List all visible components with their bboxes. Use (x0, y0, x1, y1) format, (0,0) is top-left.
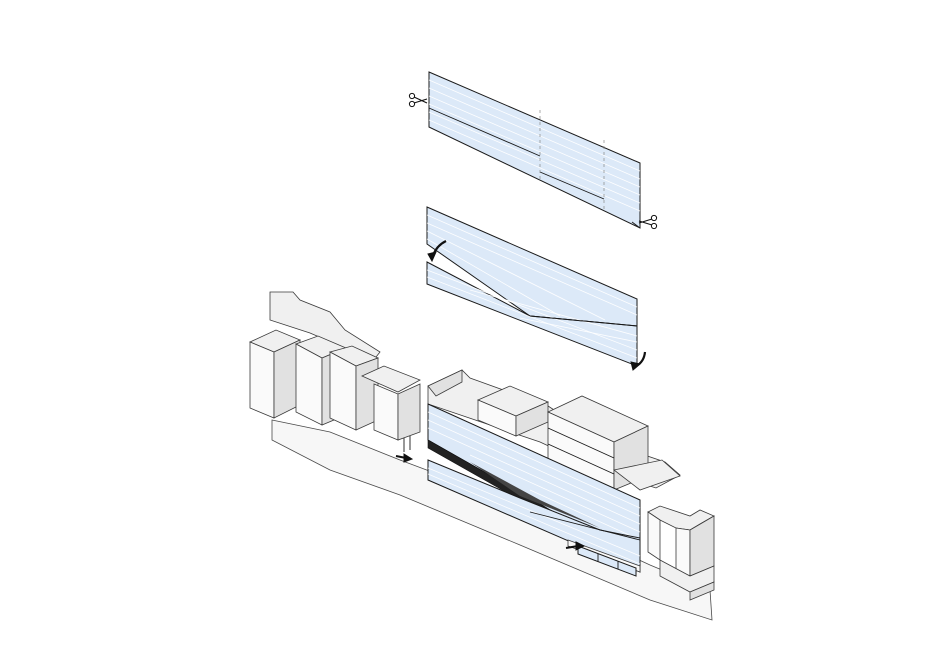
curved-arrow-icon (427, 240, 447, 263)
glass-panel (428, 71, 641, 229)
curved-arrow-icon (630, 351, 647, 371)
panel-strips (428, 79, 641, 212)
glass-panel-upper (426, 206, 638, 327)
neighbour-buildings-left (249, 291, 421, 452)
neighbour-building-right (647, 505, 715, 601)
scissors-icon (408, 92, 428, 108)
glass-panel-lower (426, 261, 638, 367)
cut-line (428, 107, 541, 157)
scissors-icon (638, 214, 658, 230)
facade-glass-lower (427, 459, 641, 573)
facade-strips (427, 411, 641, 541)
facade-strips (427, 467, 641, 565)
panel-strips (426, 269, 638, 359)
street-ground (271, 419, 713, 621)
straight-arrow-icon (395, 453, 414, 463)
main-building (427, 369, 681, 577)
building-assembled (249, 291, 715, 621)
straight-arrow-icon (565, 541, 586, 551)
panel-uncut (408, 71, 658, 230)
panel-strips (426, 214, 638, 321)
cut-line-lower (539, 171, 605, 200)
panel-split (426, 206, 647, 371)
